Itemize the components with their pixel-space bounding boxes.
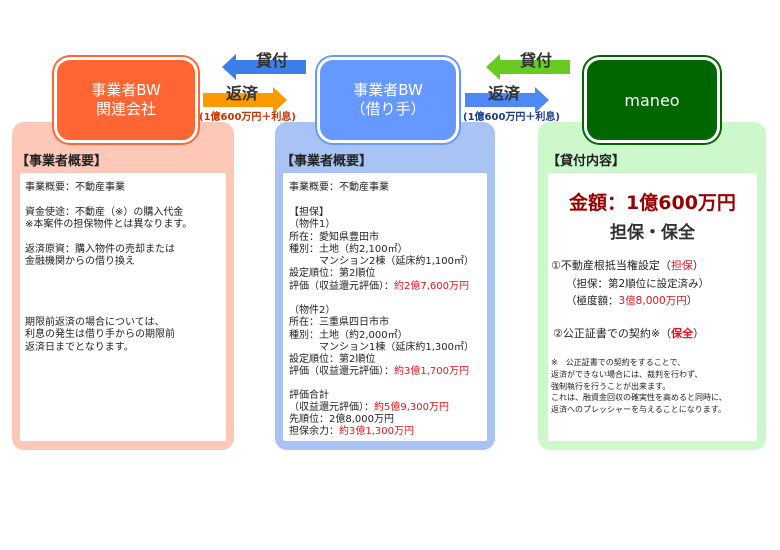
repay-label-left: 返済 xyxy=(226,84,259,103)
notary-note: ※ 公正証書での契約をすることで、 返済ができない場合には、裁判を行わず、 強制… xyxy=(551,358,727,415)
mid-content xyxy=(283,173,487,441)
lend-label-left: 貸付 xyxy=(256,51,289,70)
lend-label-right: 貸付 xyxy=(520,51,553,70)
property-1-eval: 評価（収益還元評価）：約2億7,600万円 xyxy=(289,281,469,292)
right-panel-title: 【貸付内容】 xyxy=(547,154,626,169)
senior-lien: 先順位：2億8,000万円 xyxy=(289,414,394,425)
right-content xyxy=(548,173,757,441)
property-2: （物件2） 所在：三重県四日市市 種別：土地（約2,000㎡） マンション1棟（… xyxy=(289,305,474,366)
repay-amount-left: (1億600万円＋利息) xyxy=(199,112,296,123)
repay-arrow-right xyxy=(465,87,549,113)
property-2-eval: 評価（収益還元評価）：約3億1,700万円 xyxy=(289,366,469,377)
collateral-margin: 担保余力：約3億1,300万円 xyxy=(289,426,414,437)
early-repayment-note: 期限前返済の場合については、 利息の発生は借り手からの期限前 返済日までとなりま… xyxy=(25,317,175,353)
business-summary: 事業概要：不動産事業 xyxy=(25,182,125,193)
property-1: 【担保】 （物件1） 所在：愛知県豊田市 種別：土地（約2,100㎡） マンショ… xyxy=(289,207,474,280)
item-1: ①不動産根抵当権設定（担保） xyxy=(551,259,704,272)
left-panel-title: 【事業者概要】 xyxy=(16,154,108,169)
security-subtitle: 担保・保全 xyxy=(610,223,695,243)
borrower-box: 事業者BW（借り手） xyxy=(317,57,459,143)
fund-usage: 資金使途：不動産（※）の購入代金 ※本案件の担保物件とは異なります。 xyxy=(25,207,193,231)
lend-arrow-left xyxy=(222,54,306,80)
left-content xyxy=(20,173,226,441)
mid-panel-title: 【事業者概要】 xyxy=(281,154,373,169)
maneo-box: maneo xyxy=(584,57,720,143)
repayment-source: 返済原資：購入物件の売却または 金融機関からの借り換え xyxy=(25,244,175,268)
repay-label-right: 返済 xyxy=(488,84,521,103)
item-1-limit: （極度額：3億8,000万円） xyxy=(566,295,698,307)
repay-arrow-left xyxy=(203,87,287,113)
lend-arrow-right xyxy=(486,54,570,80)
item-1-detail: （担保：第2順位に設定済み） xyxy=(566,278,710,290)
total-eval: （収益還元評価）：約5億9,300万円 xyxy=(289,402,449,413)
repay-amount-right: (1億600万円＋利息) xyxy=(463,112,560,123)
item-2: ②公正証書での契約※（保全） xyxy=(553,327,705,340)
business-summary: 事業概要：不動産事業 xyxy=(289,182,389,193)
total-label: 評価合計 xyxy=(289,390,329,401)
loan-amount: 金額：1億600万円 xyxy=(569,192,736,214)
